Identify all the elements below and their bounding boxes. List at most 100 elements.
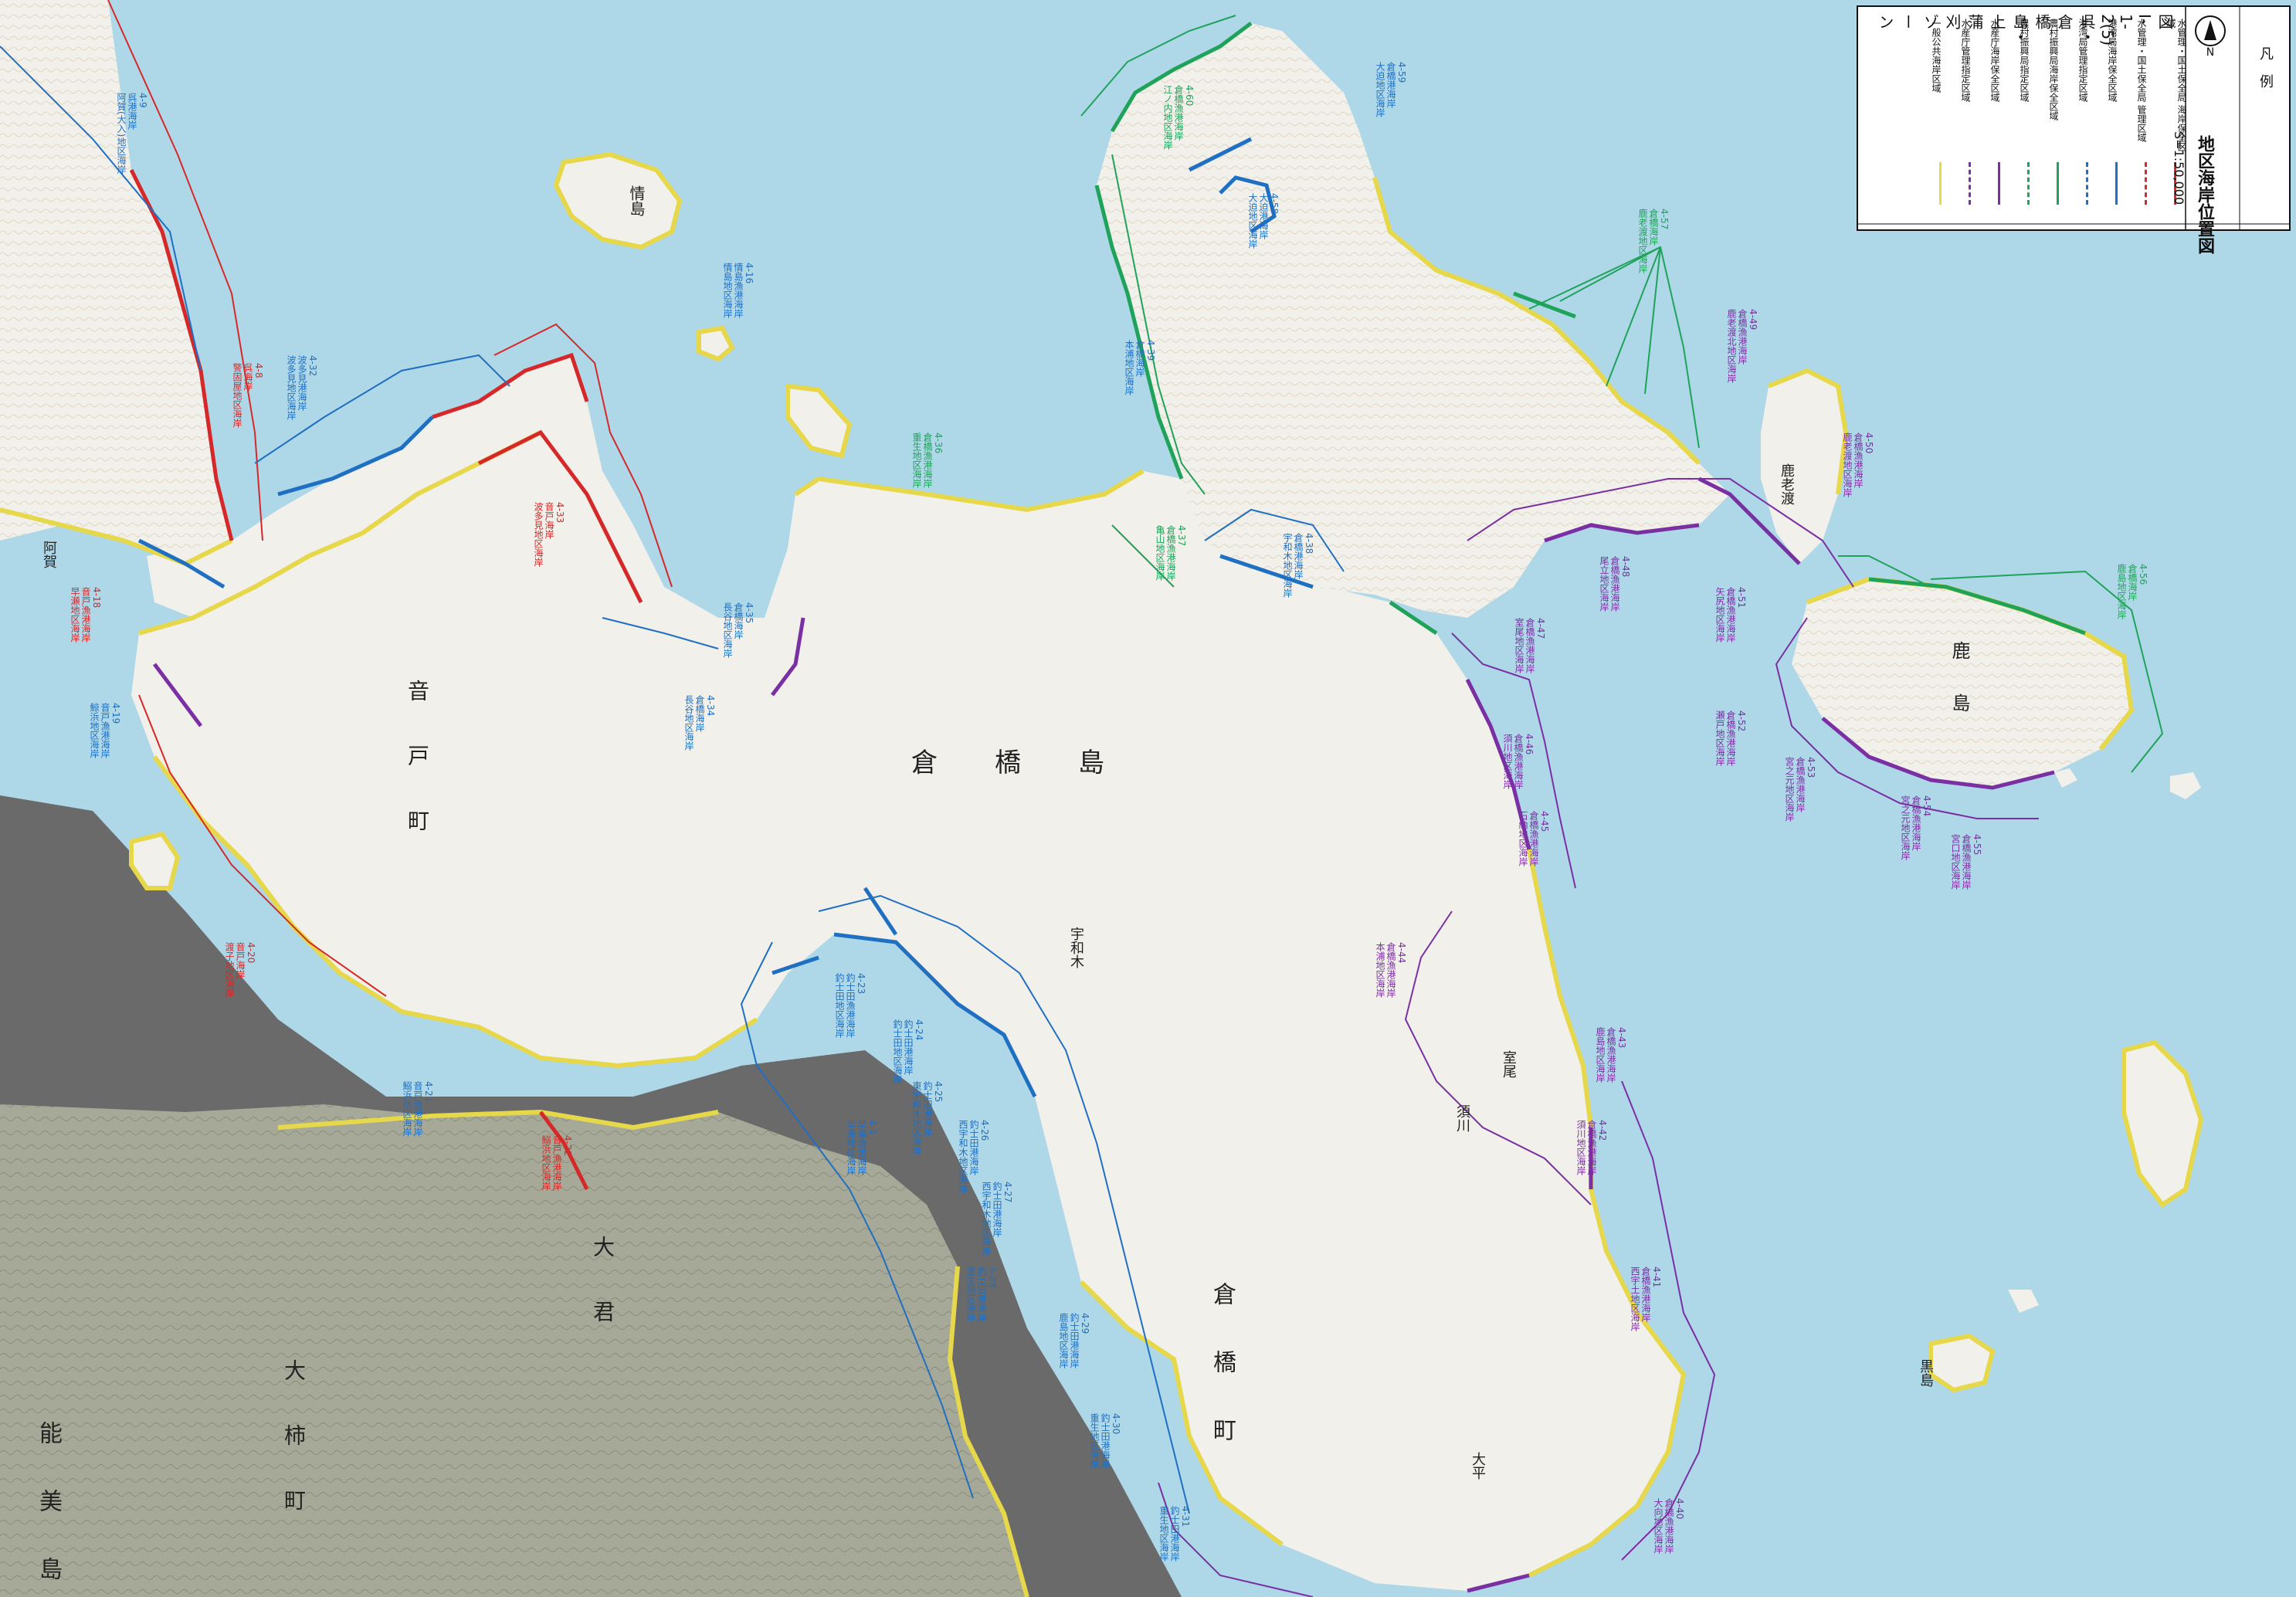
legend-swatch — [2145, 162, 2147, 205]
coast-label-sub: 長谷地区海岸 — [722, 602, 733, 658]
map-scale: S=1:50,000 — [2172, 131, 2186, 205]
coast-label-code: 4-20 — [246, 942, 256, 964]
legend-swatch — [2086, 162, 2088, 205]
coast-label-name: 倉橋漁港海岸 — [1528, 811, 1539, 866]
coast-label-name: 音戸海岸 — [544, 502, 554, 539]
coast-label-name: 倉橋漁港海岸 — [1725, 710, 1736, 766]
nasake-island-land — [556, 154, 680, 247]
coast-label-name: 釣士田港海岸 — [968, 1120, 979, 1175]
coast-label-code: 4-28 — [987, 1266, 998, 1288]
port-bureau-boundary-lines — [0, 46, 1345, 1514]
coast-label-sub: 重生地区海岸 — [1089, 1413, 1100, 1469]
coast-label-sub: 尾立地区海岸 — [1599, 556, 1609, 612]
coast-label-name: 倉橋漁港海岸 — [1795, 757, 1806, 812]
coast-label-code: 4-34 — [705, 695, 716, 717]
coast-label-sub: 石納地区海岸 — [1518, 811, 1528, 866]
coast-label-name: 音戸漁港海岸 — [100, 703, 110, 758]
legend-item: 水産庁管理指定区域 — [1957, 15, 1983, 216]
coast-label-sub: 長谷地区海岸 — [683, 695, 694, 751]
coast-label-name: 倉橋漁港海岸 — [1640, 1266, 1651, 1322]
legend-swatch — [1998, 162, 2000, 205]
coast-label-sub: 鹿島地区海岸 — [1595, 1027, 1606, 1083]
coast-label-name: 音戸漁港海岸 — [412, 1081, 423, 1137]
legend-item-label: 水管理・国土保全局 管理区域 — [2136, 19, 2147, 142]
coast-label-name: 釣士田漁港海岸 — [845, 973, 856, 1038]
karoto-island-land — [1761, 371, 1846, 564]
agri-bureau-boundary-lines — [1080, 15, 2164, 773]
place-label-kashima: 鹿 島 — [1948, 641, 1970, 720]
small-island-2 — [788, 386, 850, 456]
coast-label-sub: 重生地区海岸 — [965, 1266, 976, 1322]
place-label-oogaki-town: 大 柿 町 — [281, 1359, 307, 1521]
coast-label-sub: 重生地区海岸 — [1158, 1506, 1169, 1561]
legend-swatch — [2027, 162, 2030, 205]
coast-label-name: 大迫港海岸 — [1258, 193, 1269, 239]
fisheries-boundary-lines — [1158, 478, 2039, 1597]
oshima-islet — [2170, 772, 2201, 799]
legend-item: 農村振興局海岸保全区域 — [2045, 15, 2071, 216]
place-label-murotsu: 室尾 — [1501, 1050, 1517, 1078]
coast-label-sub: 鹿島地区海岸 — [2116, 564, 2127, 619]
coast-label-code: 4-47 — [1535, 618, 1546, 639]
legend-item: 一般公共海岸区域 — [1928, 15, 1954, 216]
coast-label-sub: 鹿島地区海岸 — [1058, 1313, 1069, 1368]
coast-label-name: 倉橋漁港海岸 — [1663, 1498, 1674, 1554]
coast-label-name: 倉橋港海岸 — [1293, 533, 1304, 579]
coast-label-name: 釣士田港海岸 — [1169, 1506, 1180, 1561]
coast-label-code: 4-22 — [562, 1135, 573, 1157]
coast-label-sub: 情島地区海岸 — [722, 263, 733, 318]
coast-label-sub: 重生地区海岸 — [911, 432, 922, 488]
coast-label-name: 倉橋海岸 — [1134, 340, 1145, 377]
coast-label-code: 4-56 — [2138, 564, 2148, 585]
kuroshima-island — [1931, 1336, 1992, 1390]
coast-label-name: 倉橋漁港海岸 — [1385, 942, 1396, 998]
legend-item-label: 港湾局管理指定区域 — [2077, 19, 2088, 102]
hiro-islet — [2054, 768, 2077, 788]
legend-item: 水管理・国土保全局 海岸保全区域 — [2162, 15, 2189, 216]
legend-item: 港湾局管理指定区域 — [2074, 15, 2101, 216]
place-label-jo-island: 情島 — [627, 185, 646, 216]
coast-label-name: 波多見港海岸 — [297, 355, 307, 411]
coast-label-code: 4-40 — [1674, 1498, 1685, 1520]
legend-item-label: 農村振興局海岸保全区域 — [2048, 19, 2059, 120]
coast-label-code: 4-41 — [1651, 1266, 1662, 1288]
legend-items: 水管理・国土保全局 海岸保全区域水管理・国土保全局 管理区域港湾局海岸保全区域港… — [1908, 15, 2187, 216]
legend-item-label: 一般公共海岸区域 — [1931, 19, 1942, 93]
coast-label-name: 倉橋漁港海岸 — [1737, 309, 1748, 364]
coast-label-name: 音戸海岸 — [235, 942, 246, 979]
coast-label-sub: 須川地区海岸 — [1575, 1120, 1586, 1175]
port-bureau-coast-lines — [137, 137, 1314, 1098]
map-title: 地区海岸位置図 — [2195, 135, 2214, 254]
coast-label-code: 4-29 — [1080, 1313, 1090, 1334]
coast-label-code: 4-60 — [1184, 85, 1195, 107]
coast-label-sub: 室尾地区海岸 — [1514, 618, 1524, 673]
place-label-ohira: 大平 — [1470, 1452, 1486, 1480]
coast-label-code: 4-58 — [1269, 193, 1280, 215]
coast-label-sub: 波多見地区海岸 — [533, 502, 544, 567]
coast-label-code: 4-51 — [1736, 587, 1747, 609]
coast-label-code: 4-35 — [744, 602, 755, 624]
coast-label-name: 倉橋漁港海岸 — [1725, 587, 1736, 643]
coast-label-name: 早瀬漁港海岸 — [856, 1120, 867, 1175]
coast-label-sub: 本浦地区海岸 — [1124, 340, 1134, 395]
coast-label-sub: 東宇和木地区海岸 — [911, 1081, 922, 1155]
coast-label-sub: 宮之元地区海岸 — [1900, 795, 1911, 860]
